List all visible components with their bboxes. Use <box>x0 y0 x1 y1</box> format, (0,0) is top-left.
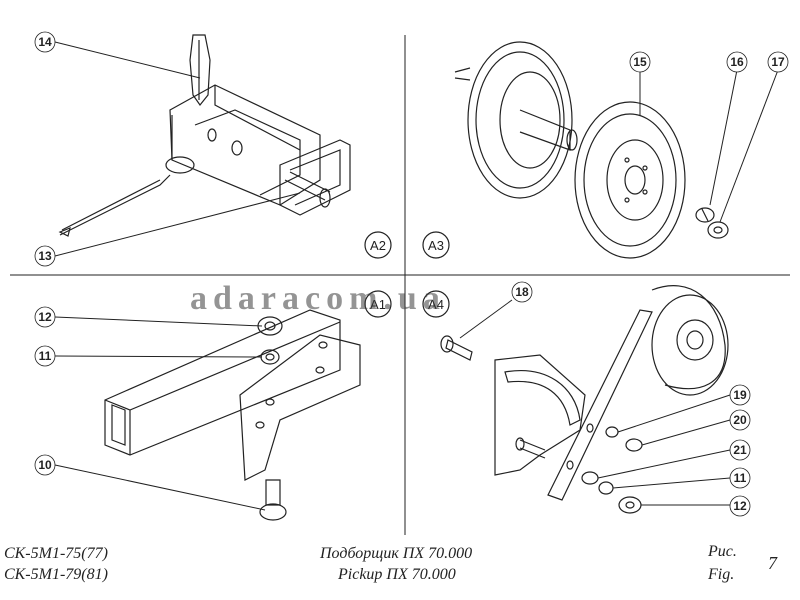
figure-label-english: Fig. <box>708 566 735 583</box>
view-a4-drawing <box>440 285 729 514</box>
nut-part-a3 <box>707 221 729 239</box>
nut-part-a4 <box>618 496 642 514</box>
bolt-part-a1 <box>265 479 281 506</box>
view-label-a2: A2 <box>370 238 386 253</box>
view-a3-drawing <box>454 41 729 259</box>
washer-part-21 <box>581 471 599 485</box>
bracket-part <box>169 84 321 206</box>
bolt-part-a4 <box>445 339 473 361</box>
nut-part-20 <box>625 438 643 452</box>
model-label-2: СК-5М1-79(81) <box>4 566 108 583</box>
callout-10: 10 <box>38 458 52 472</box>
callout-18: 18 <box>515 285 529 299</box>
callout-15: 15 <box>633 55 647 69</box>
callout-14: 14 <box>38 35 52 49</box>
tube-part-a1 <box>104 309 341 456</box>
callout-21: 21 <box>733 443 747 457</box>
eye-bolt-part <box>59 174 171 236</box>
leader-lines <box>54 41 779 511</box>
mounting-plate-part <box>239 334 361 481</box>
callout-20: 20 <box>733 413 747 427</box>
lock-washer-part <box>695 207 715 223</box>
view-circle-a3 <box>422 231 450 259</box>
callout-13: 13 <box>38 249 52 263</box>
view-circle-a4 <box>422 290 450 318</box>
view-a1-drawing <box>104 309 361 521</box>
view-label-a1: A1 <box>370 297 386 312</box>
callout-16: 16 <box>730 55 744 69</box>
tension-arm-part <box>547 309 653 501</box>
callout-12-a1: 12 <box>38 310 52 324</box>
callout-11-a1: 11 <box>39 349 52 363</box>
view-circle-a2 <box>364 231 392 259</box>
view-label-a4: A4 <box>428 297 444 312</box>
callout-circles <box>34 31 789 517</box>
washer-part-19 <box>605 426 619 438</box>
callout-11-a4: 11 <box>734 471 747 485</box>
front-pulley-part <box>574 101 686 259</box>
callout-12-a4: 12 <box>733 499 747 513</box>
watermark-text: adaracom.ua <box>190 280 446 317</box>
model-label-1: СК-5М1-75(77) <box>4 545 108 562</box>
view-a2-drawing <box>58 34 351 237</box>
rear-pulley-part <box>467 41 573 199</box>
washer-part-a1 <box>260 349 280 365</box>
view-label-a3: A3 <box>428 238 444 253</box>
figure-label-russian: Рис. <box>708 543 737 560</box>
callout-17: 17 <box>771 55 785 69</box>
title-russian: Подборщик ПХ 70.000 <box>320 545 473 562</box>
callout-19: 19 <box>733 388 747 402</box>
title-english: Pickup ПХ 70.000 <box>338 566 456 583</box>
idler-pulley-part <box>651 294 729 396</box>
lock-washer-part-a4 <box>598 481 614 495</box>
frame-tube-part <box>279 139 351 216</box>
figure-number: 7 <box>768 553 777 573</box>
view-circle-a1 <box>364 290 392 318</box>
cotter-pin-part <box>189 34 211 107</box>
slotted-bracket-part <box>494 354 586 476</box>
